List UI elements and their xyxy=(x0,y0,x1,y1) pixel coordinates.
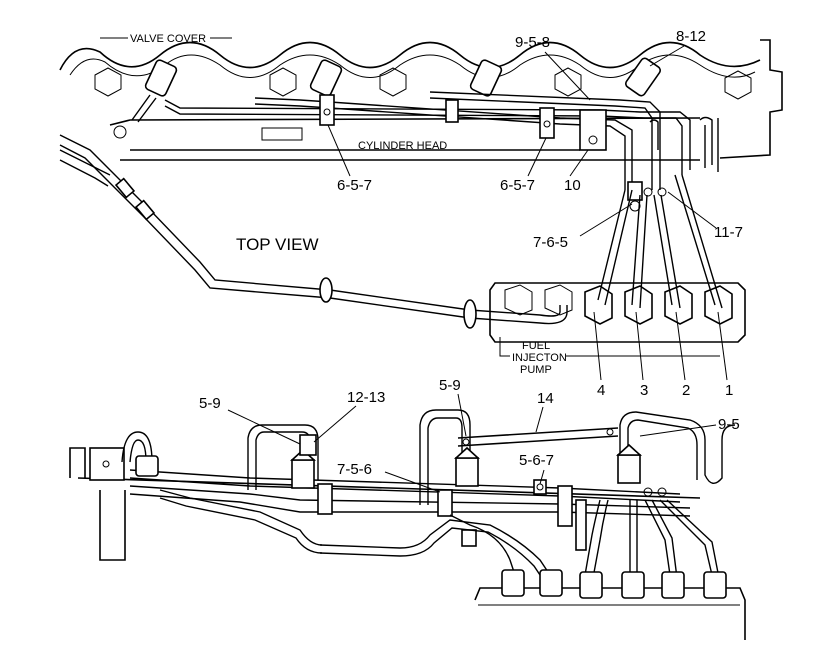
callout-3: 3 xyxy=(640,382,648,399)
callout-6-5-7-left: 6-5-7 xyxy=(337,177,372,194)
pump-outline xyxy=(489,282,746,343)
cylinder-head-label: CYLINDER HEAD xyxy=(358,140,447,152)
cylinder-head-outline xyxy=(109,117,701,161)
callout-14: 14 xyxy=(537,390,554,407)
bracket-bar-14 xyxy=(457,427,619,447)
block-edge-right xyxy=(719,39,783,159)
side-view xyxy=(69,409,746,640)
valve-cover-outline xyxy=(59,41,761,71)
injector-nozzles xyxy=(144,57,661,97)
callout-2: 2 xyxy=(682,382,690,399)
fuel-pump-label-2: INJECTON xyxy=(512,352,567,364)
fuel-pump-label-1: FUEL xyxy=(522,340,550,352)
callout-7-6-5: 7-6-5 xyxy=(533,234,568,251)
return-line-b xyxy=(59,144,568,325)
callout-8-12: 8-12 xyxy=(676,28,706,45)
side-pump-lines xyxy=(319,499,720,579)
pump-feed-lines xyxy=(597,174,723,309)
callout-10: 10 xyxy=(564,177,581,194)
side-rail-tubes xyxy=(129,469,691,554)
callout-7-5-6: 7-5-6 xyxy=(337,461,372,478)
head-clamps xyxy=(319,94,667,212)
callout-5-9-left: 5-9 xyxy=(199,395,221,412)
side-clamps xyxy=(299,434,667,551)
callout-11-7: 11-7 xyxy=(714,224,743,241)
cylinder-head-slot xyxy=(261,127,303,141)
callout-9-5-8: 9-5-8 xyxy=(515,34,550,51)
callout-9-5: 9-5 xyxy=(718,416,740,433)
side-pump xyxy=(474,569,746,640)
valve-cover-label: VALVE COVER xyxy=(130,33,206,45)
callout-1: 1 xyxy=(725,382,733,399)
left-lines xyxy=(59,149,111,187)
top-fuel-lines xyxy=(131,91,719,190)
callout-6-5-7-mid: 6-5-7 xyxy=(500,177,535,194)
callout-12-13: 12-13 xyxy=(347,389,385,406)
valve-cover-bolts xyxy=(94,67,752,100)
side-loop-2 xyxy=(419,409,471,505)
side-bracket xyxy=(89,447,125,481)
fuel-pump-label-3: PUMP xyxy=(520,364,552,376)
side-frame-left xyxy=(69,447,701,561)
return-line-clamps xyxy=(113,125,477,329)
top-view-title: TOP VIEW xyxy=(236,235,319,254)
return-line xyxy=(59,134,561,317)
callout-5-9-mid: 5-9 xyxy=(439,377,461,394)
side-callouts: 5-9 12-13 5-9 14 9-5 7-5-6 5-6-7 xyxy=(199,377,740,493)
top-labels: VALVE COVER CYLINDER HEAD TOP VIEW FUEL … xyxy=(100,33,720,376)
top-view xyxy=(59,39,783,343)
callout-5-6-7: 5-6-7 xyxy=(519,452,554,469)
side-loop-3 xyxy=(619,411,736,484)
callout-4: 4 xyxy=(597,382,605,399)
pump-outlets xyxy=(504,284,733,325)
side-loop-left xyxy=(121,431,153,463)
top-callouts: 9-5-8 8-12 6-5-7 6-5-7 10 7-6-5 11-7 4 3… xyxy=(327,28,743,399)
